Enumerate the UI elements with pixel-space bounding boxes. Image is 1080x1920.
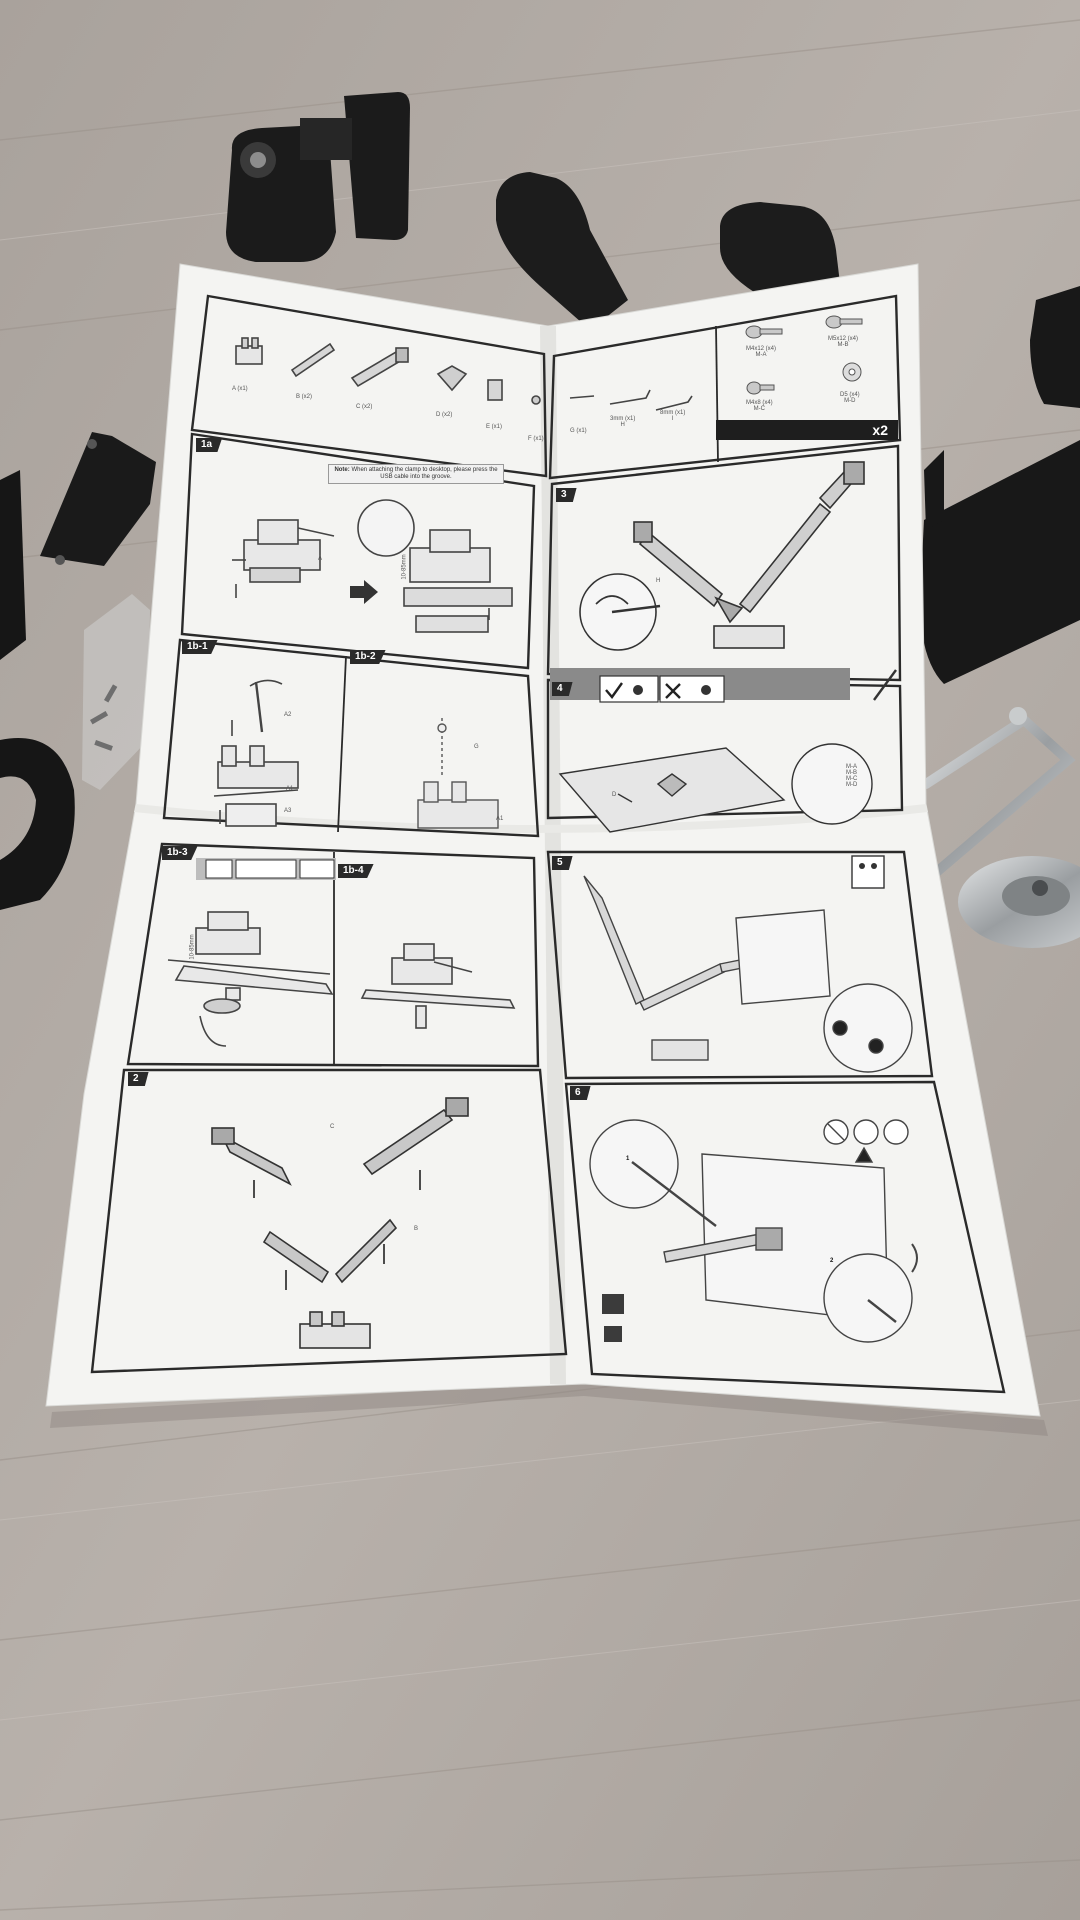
callout-h: H <box>656 578 661 584</box>
callout-circle-1: 1 <box>626 1156 630 1162</box>
part-label-c: C (x2) <box>356 404 373 410</box>
step-tag-1b-1: 1b-1 <box>182 640 218 654</box>
multiplier-badge: x2 <box>716 421 898 439</box>
note-text: When attaching the clamp to desktop, ple… <box>351 467 498 480</box>
part-label-a: A (x1) <box>232 386 248 392</box>
screw-label-m-a: M4x12 (x4) M-A <box>746 346 777 358</box>
callout-a2: A2 <box>284 712 292 718</box>
step-tag-1a: 1a <box>196 438 223 452</box>
step-tag-1b-3: 1b-3 <box>162 846 198 860</box>
callout-d: D <box>612 792 617 798</box>
callout-a: A <box>318 556 323 562</box>
callout-c: C <box>330 1124 335 1130</box>
part-label-d: D (x2) <box>436 412 453 418</box>
callout-a1: A1 <box>286 786 294 792</box>
callout-b: B <box>414 1226 419 1232</box>
screw-label-m-d: D5 (x4) M-D <box>840 392 860 404</box>
callout-height-1b3: 10-85mm <box>189 934 196 960</box>
callout-height-1a: 10-85mm <box>401 554 408 580</box>
clamp-note: Note: When attaching the clamp to deskto… <box>328 464 504 484</box>
step-tag-3: 3 <box>556 488 577 502</box>
step-tag-6: 6 <box>570 1086 591 1100</box>
step-tag-1b-2: 1b-2 <box>350 650 386 664</box>
callout-screw-list: M-A M-B M-C M-D <box>846 764 858 788</box>
screw-label-m-b: M5x12 (x4) M-B <box>828 336 859 348</box>
part-label-h: 3mm (x1) H <box>610 416 636 428</box>
part-label-e: E (x1) <box>486 424 503 430</box>
callout-a3: A3 <box>284 808 292 814</box>
note-label: Note: <box>334 467 350 473</box>
step-tag-2: 2 <box>128 1072 149 1086</box>
part-label-b: B (x2) <box>296 394 313 400</box>
callout-a1-1b2: A1 <box>496 816 504 822</box>
monitor-head-hardware <box>226 92 410 262</box>
allen-key-tip <box>1009 707 1027 725</box>
callout-circle-2: 2 <box>830 1258 834 1264</box>
part-label-i: 8mm (x1) I <box>660 410 686 422</box>
part-label-f: F (x1) <box>528 436 544 442</box>
step-tag-4: 4 <box>552 682 573 696</box>
part-label-g: G (x1) <box>570 428 587 434</box>
step-tag-5: 5 <box>552 856 573 870</box>
screw-label-m-c: M4x8 (x4) M-C <box>746 400 773 412</box>
callout-g: G <box>474 744 479 750</box>
step-tag-1b-4: 1b-4 <box>338 864 374 878</box>
